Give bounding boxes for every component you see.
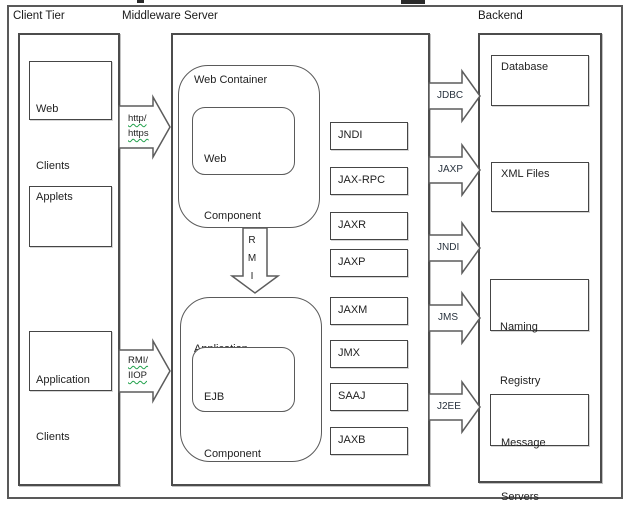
xml-files-label: XML Files — [501, 168, 550, 180]
j2ee-arrow-label: J2EE — [437, 401, 461, 412]
api-box-jaxb — [330, 427, 408, 455]
web-container-title: Web Container — [194, 74, 268, 86]
api-box-jaxm-label: JAXM — [338, 304, 368, 316]
api-box-saaj — [330, 383, 408, 411]
xml-files-box — [491, 162, 589, 212]
naming-registry-box — [490, 279, 589, 331]
database-label: Database — [501, 61, 549, 73]
api-box-jndi-label: JNDI — [338, 129, 363, 141]
jms-arrow-label: JMS — [438, 312, 458, 323]
naming-registry-label-line1: Naming — [500, 321, 538, 333]
applets-label: Applets — [36, 191, 73, 203]
application-clients-box — [29, 331, 112, 391]
message-servers-box — [490, 394, 589, 446]
web-component-label-line1: Web — [204, 153, 227, 165]
ejb-component-label-line2: Component — [204, 448, 261, 460]
api-box-jax-rpc-label: JAX-RPC — [338, 174, 386, 186]
jaxp-arrow — [428, 142, 481, 198]
api-box-jmx-label: JMX — [338, 347, 360, 359]
web-component-box — [192, 107, 295, 175]
https-label: https — [128, 128, 149, 139]
application-clients-label-line2: Clients — [36, 431, 70, 443]
iiop-label: IIOP — [128, 370, 148, 381]
api-box-jmx — [330, 340, 408, 368]
api-box-saaj-label: SAAJ — [338, 390, 366, 402]
backend-header: Backend — [478, 10, 523, 22]
rmi-iiop-arrow — [118, 338, 171, 404]
api-box-jndi — [330, 122, 408, 150]
jdbc-arrow-label: JDBC — [437, 90, 464, 101]
jndi-arrow-label: JNDI — [437, 242, 460, 253]
http-label: http/ — [128, 113, 147, 124]
api-box-jaxp — [330, 249, 408, 277]
jaxp-arrow-label: JAXP — [438, 164, 464, 175]
rmi-label: RMI/ — [128, 355, 149, 366]
http-https-arrow — [118, 94, 171, 160]
api-box-jax-rpc — [330, 167, 408, 195]
api-box-jaxb-label: JAXB — [338, 434, 366, 446]
message-servers-label-line1: Message — [501, 437, 546, 449]
api-box-jaxr-label: JAXR — [338, 219, 367, 231]
middleware-server-header: Middleware Server — [122, 10, 218, 22]
web-clients-label-line2: Clients — [36, 160, 70, 172]
web-component-label-line2: Component — [204, 210, 261, 222]
rmi-vertical-label-i: I — [250, 271, 254, 282]
applets-box — [29, 186, 112, 247]
api-box-jaxm — [330, 297, 408, 325]
api-box-jaxr — [330, 212, 408, 240]
api-box-jaxp-label: JAXP — [338, 256, 366, 268]
cutoff-text-fragment — [137, 0, 144, 3]
ejb-component-label-line1: EJB — [204, 391, 225, 403]
naming-registry-label-line2: Registry — [500, 375, 541, 387]
rmi-vertical-label-r: R — [248, 235, 256, 246]
rmi-down-arrow — [229, 227, 281, 294]
cutoff-text-fragment — [401, 0, 425, 4]
jms-arrow — [428, 290, 481, 346]
jndi-arrow — [428, 220, 481, 276]
web-clients-label-line1: Web — [36, 103, 59, 115]
application-clients-label-line1: Application — [36, 374, 90, 386]
message-servers-label-line2: Servers — [501, 491, 539, 503]
jdbc-arrow — [428, 68, 481, 124]
web-clients-box — [29, 61, 112, 120]
j2ee-arrow — [428, 379, 481, 435]
client-tier-header: Client Tier — [13, 10, 65, 22]
database-box — [491, 55, 589, 106]
rmi-vertical-label-m: M — [247, 253, 257, 264]
ejb-component-box — [192, 347, 295, 412]
